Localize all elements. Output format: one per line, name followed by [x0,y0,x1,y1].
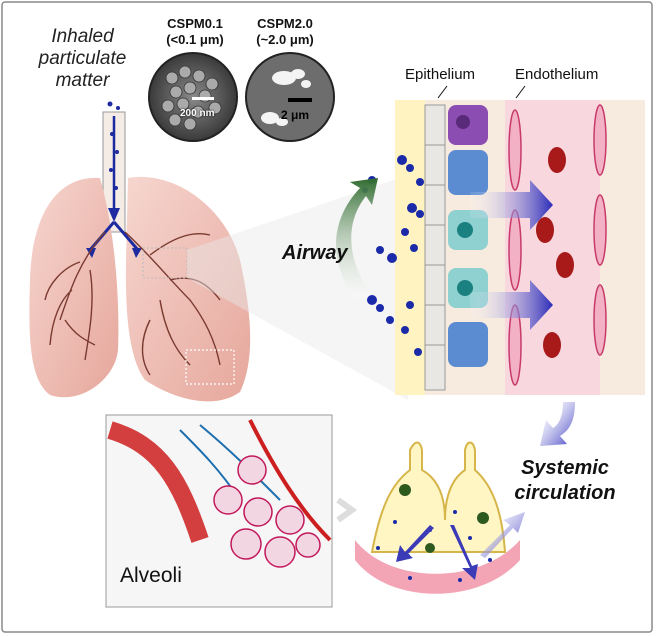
sem-image-cspm20 [245,52,335,142]
endothelium-label: Endothelium [515,66,599,83]
lungs [29,176,251,402]
sem-image-cspm01 [148,52,238,142]
airway-label: Airway [282,242,348,264]
cspm20-size: (~2.0 μm) [256,32,314,47]
inset-pointer [336,497,358,523]
cspm01-label: CSPM0.1 (<0.1 μm) [150,16,240,48]
inhaled-label-line: particulate [38,48,127,69]
zoom-connector [187,175,408,400]
alveolus-section [355,441,525,594]
systemic-circulation-label: Systemic circulation [505,456,625,506]
inhaled-label-line: Inhaled [51,26,114,47]
trachea [102,101,126,233]
systemic-line1: Systemic [521,457,609,479]
scale-bar-2um-label: 2 μm [281,108,310,122]
inhaled-label-line: matter [55,70,110,91]
cspm01-size: (<0.1 μm) [166,32,224,47]
alveoli-label: Alveoli [120,564,182,587]
systemic-arrow [540,402,575,446]
epithelium-label: Epithelium [405,66,476,83]
endothelium-pointer [515,85,526,99]
particles-airway [362,155,424,356]
systemic-line2: circulation [514,482,616,504]
cspm20-label: CSPM2.0 (~2.0 μm) [245,16,325,48]
cspm01-name: CSPM0.1 [167,16,223,31]
alveoli-inset [105,414,333,608]
scale-bar-200nm-label: 200 nm [180,108,215,119]
epithelium-pointer [437,85,448,99]
airway-tissue [395,100,645,395]
cspm20-name: CSPM2.0 [257,16,313,31]
airway-arrow [336,178,378,300]
